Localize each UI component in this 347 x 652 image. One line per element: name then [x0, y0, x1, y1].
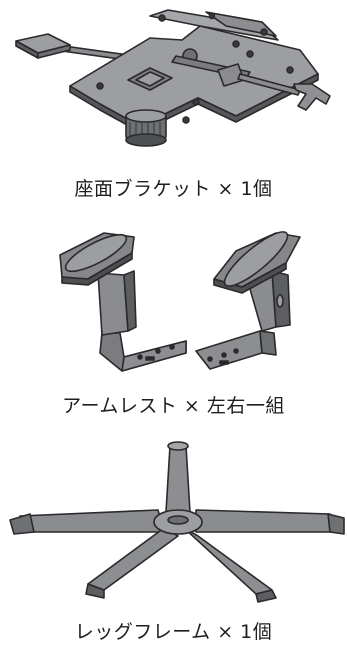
leg-frame-illustration	[9, 441, 345, 603]
seat-bracket-caption: 座面ブラケット × 1個	[74, 178, 273, 200]
leg-frame-icon	[9, 441, 345, 603]
armrest-illustration	[59, 231, 301, 372]
armrest-icon	[59, 231, 301, 372]
seat-bracket-icon	[15, 9, 331, 147]
armrest-caption: アームレスト × 左右一組	[62, 395, 285, 417]
leg-frame-caption: レッグフレーム × 1個	[74, 621, 273, 643]
seat-bracket-illustration	[15, 9, 331, 147]
